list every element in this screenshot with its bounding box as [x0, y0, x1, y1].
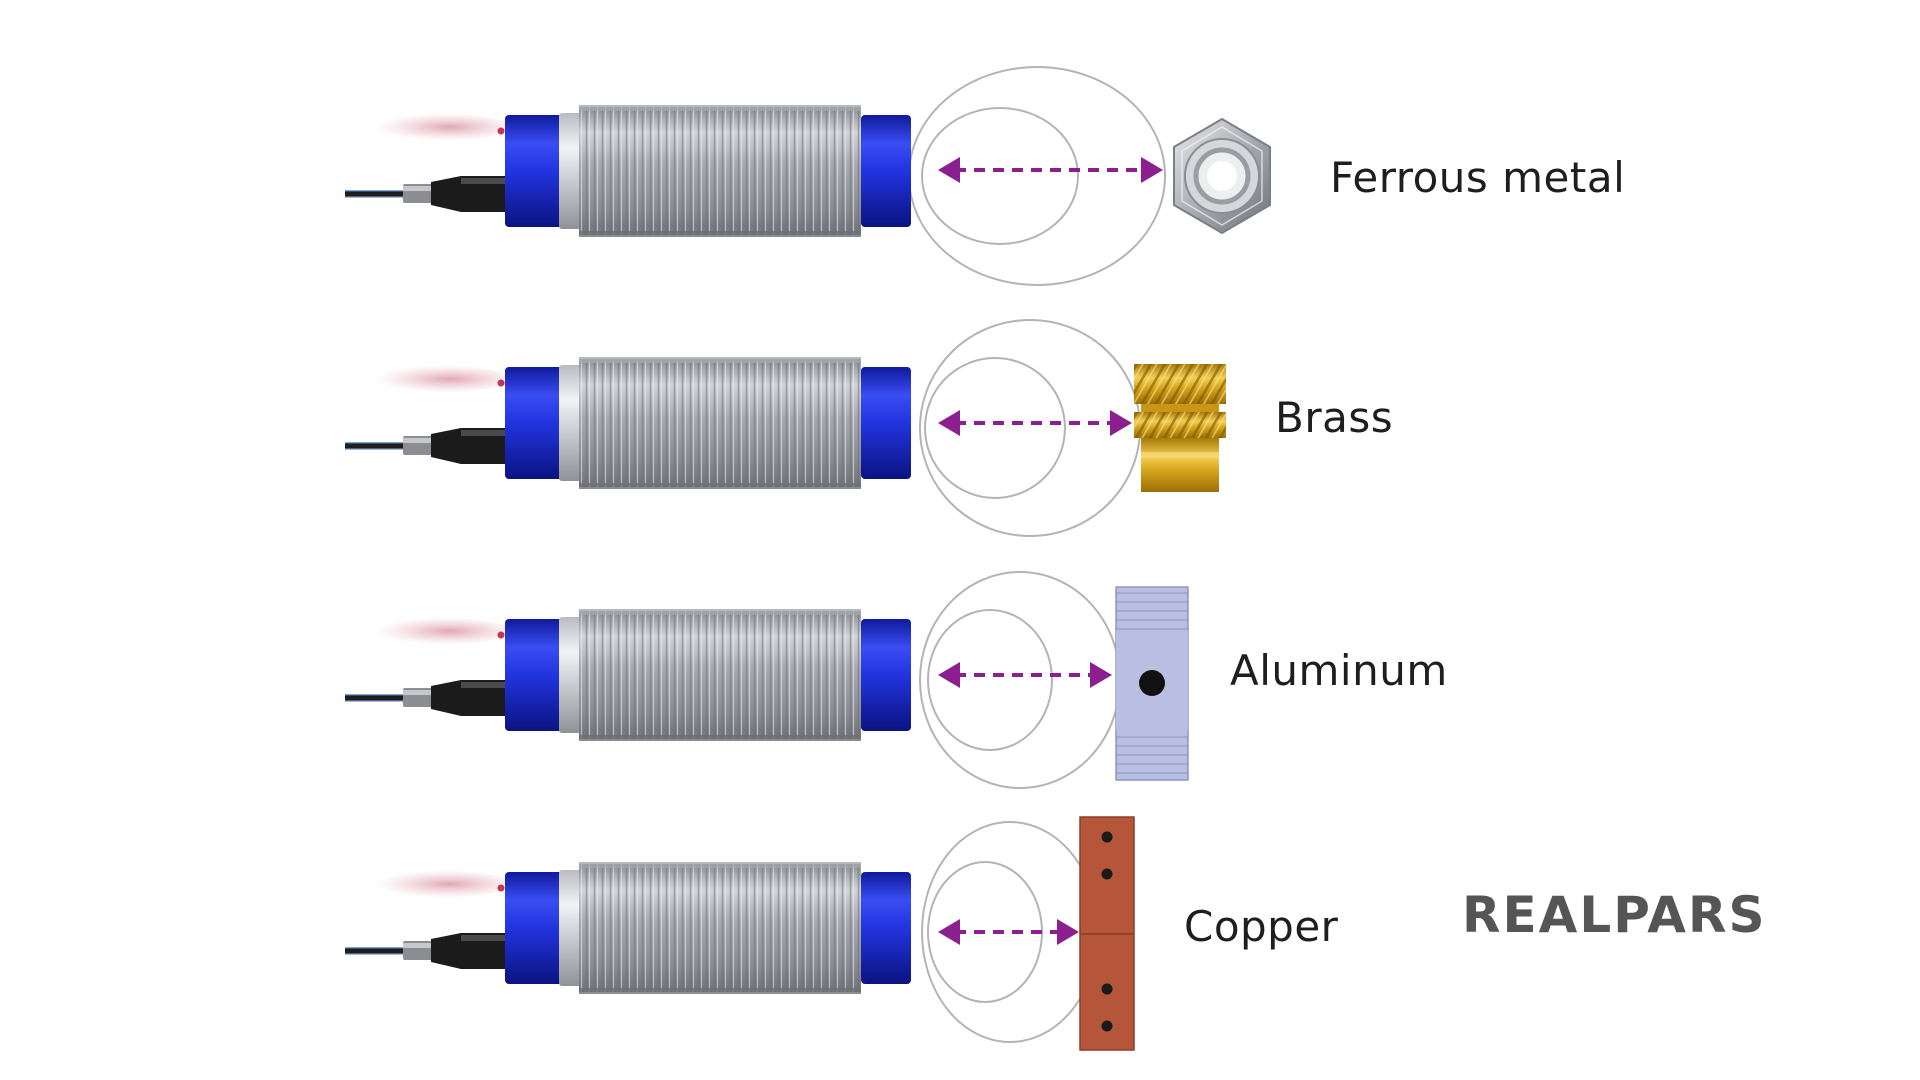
material-label-copper: Copper — [1184, 902, 1339, 951]
material-label-brass: Brass — [1275, 393, 1393, 442]
proximity-sensor — [345, 105, 911, 237]
sensor-row-aluminum: Aluminum — [345, 571, 1448, 789]
sensing-distance-arrow — [938, 919, 1079, 945]
proximity-sensor — [345, 862, 911, 994]
proximity-sensor — [345, 609, 911, 741]
sensor-row-ferrous: Ferrous metal — [345, 66, 1625, 286]
sensor-row-copper: Copper — [345, 816, 1339, 1051]
hex-nut-target — [1173, 117, 1271, 235]
material-label-aluminum: Aluminum — [1230, 646, 1448, 695]
sensing-distance-arrow — [938, 410, 1132, 436]
copper-block-target — [1079, 816, 1135, 1051]
sensor-row-brass: Brass — [345, 319, 1393, 537]
sensing-distance-arrow — [938, 157, 1163, 183]
brass-insert-target — [1134, 364, 1226, 492]
material-label-ferrous: Ferrous metal — [1330, 153, 1625, 202]
sensor-field-lines — [908, 66, 1166, 286]
realpars-logo: REALPARS — [1462, 890, 1828, 940]
aluminum-block-target — [1115, 586, 1189, 781]
logo-wordmark: REALPARS — [1462, 886, 1767, 944]
sensing-distance-arrow — [938, 662, 1112, 688]
proximity-sensor — [345, 357, 911, 489]
